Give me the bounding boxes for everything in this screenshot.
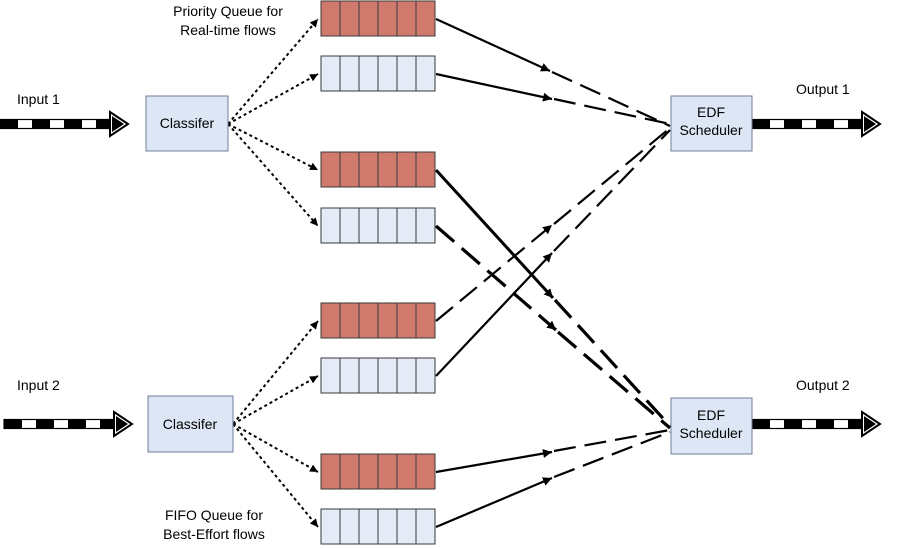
classifier-edges bbox=[227, 18, 319, 528]
fifo-queue-label-line1: FIFO Queue for bbox=[165, 507, 263, 523]
fifo-queue-label-line2: Best-Effort flows bbox=[163, 526, 265, 542]
priority-queue-label-line1: Priority Queue for bbox=[173, 3, 283, 19]
classifier-1-label: Classifer bbox=[160, 115, 215, 131]
edge-queue4-scheduler2 bbox=[434, 224, 672, 430]
queue-6-fifo bbox=[320, 357, 436, 394]
output-2-link bbox=[751, 410, 882, 438]
input-1-link bbox=[0, 110, 130, 138]
edge-queue2-scheduler1 bbox=[435, 72, 671, 126]
scheduler-2[interactable]: EDF Scheduler bbox=[670, 397, 753, 455]
edge-classifier2-queue8 bbox=[232, 423, 319, 528]
queue-7-priority bbox=[320, 453, 436, 490]
scheduler-1[interactable]: EDF Scheduler bbox=[670, 95, 753, 152]
edge-classifier2-queue5 bbox=[232, 320, 319, 425]
queue-1-priority bbox=[320, 0, 436, 37]
link-arrows bbox=[0, 110, 882, 438]
scheduler-2-label-line1: EDF bbox=[697, 407, 725, 423]
edge-classifier1-queue3 bbox=[227, 123, 319, 171]
scheduler-1-label-line1: EDF bbox=[697, 104, 725, 120]
output-1-link bbox=[751, 110, 882, 138]
classifier-2-label: Classifer bbox=[163, 416, 218, 432]
edge-classifier2-queue6 bbox=[232, 375, 319, 425]
edge-queue3-scheduler2 bbox=[434, 168, 672, 428]
edge-queue8-scheduler2 bbox=[435, 430, 671, 529]
input-2-label: Input 2 bbox=[17, 377, 60, 393]
edge-classifier1-queue1 bbox=[227, 18, 319, 125]
queue-2-fifo bbox=[320, 55, 436, 92]
queue-3-priority bbox=[320, 151, 436, 188]
classifier-1[interactable]: Classifer bbox=[145, 95, 229, 152]
edge-queue5-scheduler1 bbox=[435, 127, 671, 322]
queue-5-priority bbox=[320, 302, 436, 339]
queue-edges bbox=[434, 17, 672, 529]
output-2-label: Output 2 bbox=[796, 377, 850, 393]
priority-queue-label-line2: Real-time flows bbox=[180, 22, 276, 38]
edge-queue6-scheduler1 bbox=[435, 129, 671, 377]
edge-classifier1-queue4 bbox=[227, 123, 319, 227]
queue-8-fifo bbox=[320, 508, 436, 545]
queue-4-fifo bbox=[320, 207, 436, 244]
queues bbox=[320, 0, 436, 545]
edge-classifier2-queue7 bbox=[232, 423, 319, 473]
edge-queue7-scheduler2 bbox=[435, 428, 671, 474]
input-1-label: Input 1 bbox=[17, 91, 60, 107]
input-2-link bbox=[3, 410, 134, 438]
scheduler-2-label-line2: Scheduler bbox=[679, 425, 742, 441]
classifier-2[interactable]: Classifer bbox=[147, 395, 234, 453]
edge-classifier1-queue2 bbox=[227, 73, 319, 125]
scheduler-1-label-line2: Scheduler bbox=[679, 122, 742, 138]
output-1-label: Output 1 bbox=[796, 81, 850, 97]
edge-queue1-scheduler1 bbox=[435, 17, 671, 128]
